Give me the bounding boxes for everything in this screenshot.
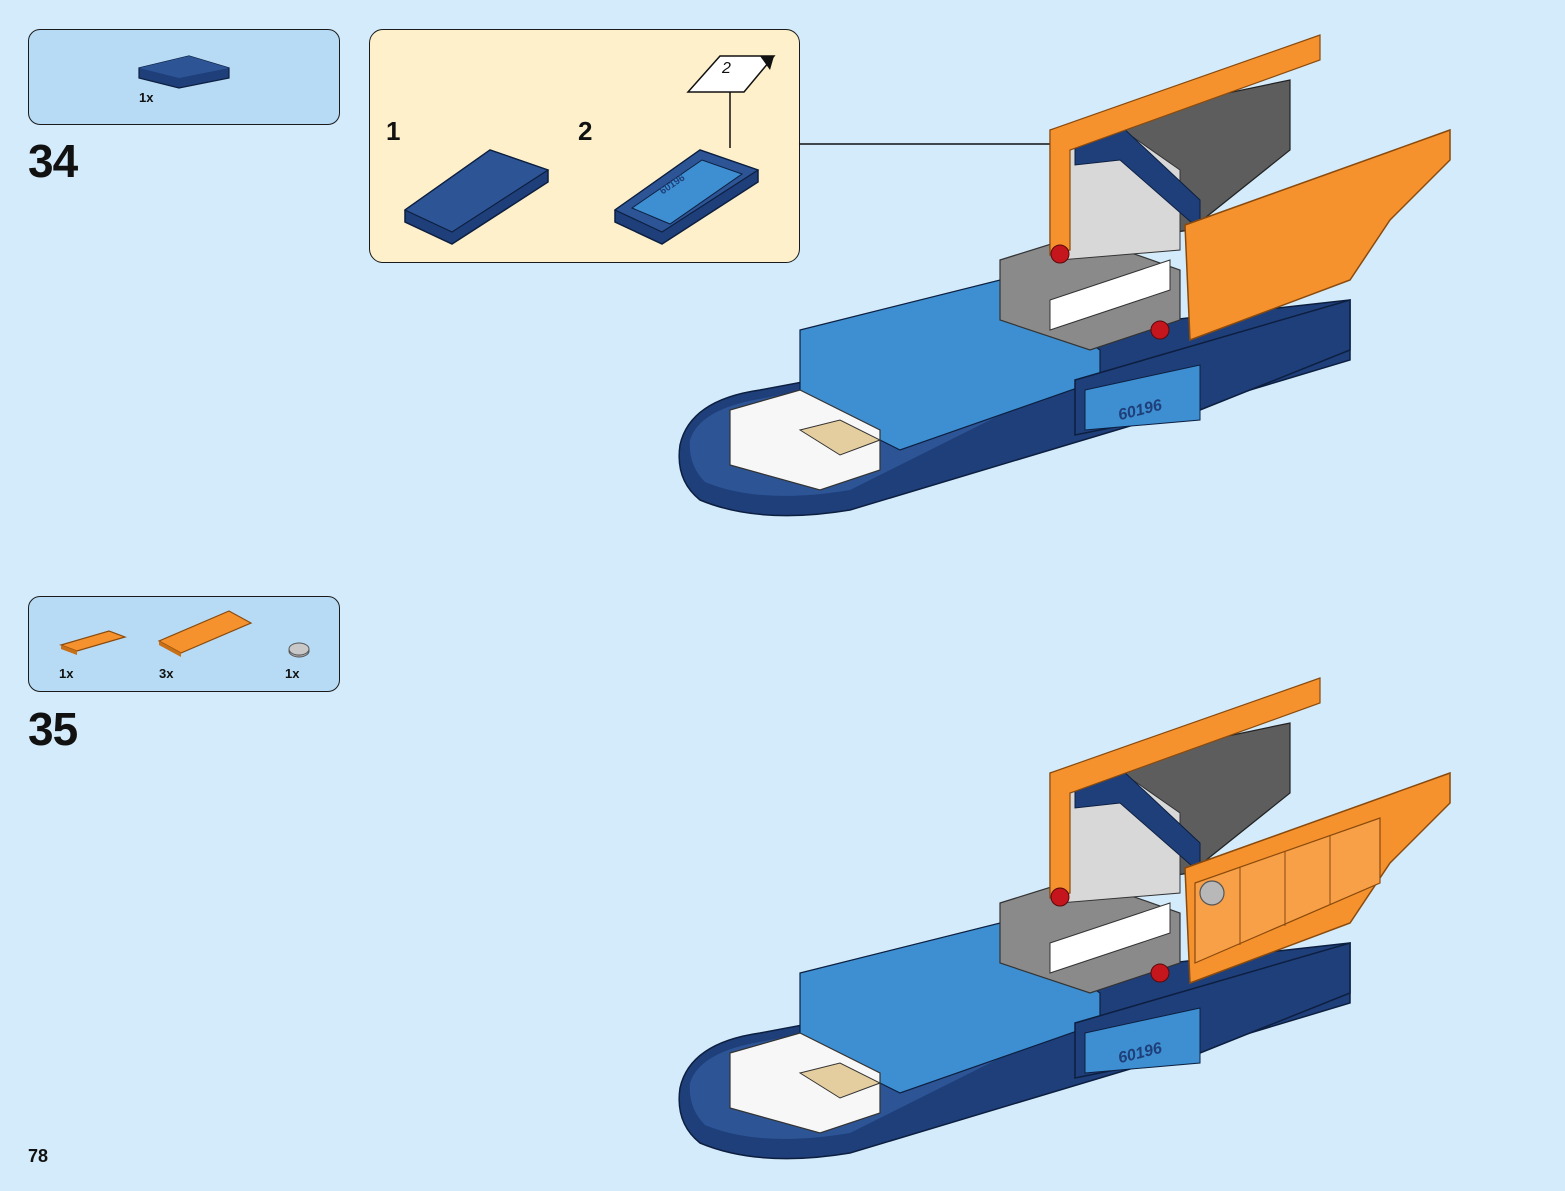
page-number: 78	[28, 1146, 48, 1167]
